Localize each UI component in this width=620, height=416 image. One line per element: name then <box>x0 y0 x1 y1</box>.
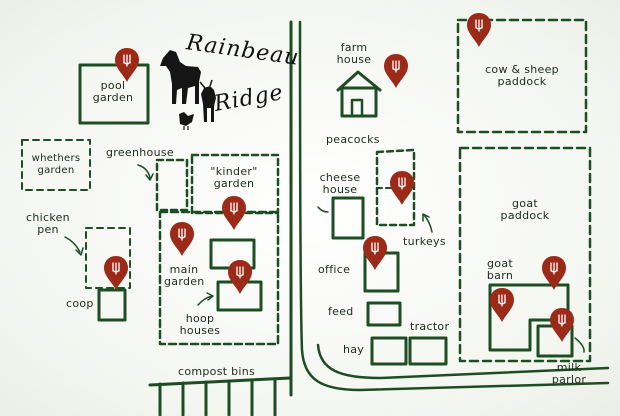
peacocks-label: peacocks <box>326 133 380 146</box>
greenhouse-area[interactable] <box>155 158 189 212</box>
hay-building[interactable] <box>370 336 408 366</box>
chicken-pen-arrow <box>64 236 81 253</box>
goat-paddock-area[interactable] <box>458 146 592 363</box>
greenhouse-label: greenhouse <box>106 146 174 159</box>
farmhouse-icon[interactable] <box>336 70 382 118</box>
map-pin-icon[interactable] <box>549 307 575 343</box>
farm-house-label: farm house <box>336 41 372 66</box>
map-pin-icon[interactable] <box>389 170 415 206</box>
cheese-house-arrow <box>317 206 329 213</box>
map-pin-icon[interactable] <box>489 287 515 323</box>
kinder-garden-label: "kinder" garden <box>210 165 258 190</box>
map-pin-icon[interactable] <box>114 47 140 83</box>
chicken-icon <box>179 112 194 130</box>
compost-bins[interactable] <box>148 376 292 416</box>
feed-building[interactable] <box>366 301 402 327</box>
milk-parlor-arrow <box>574 337 585 353</box>
map-pin-icon[interactable] <box>383 53 409 89</box>
logo-animals <box>160 50 216 130</box>
map-pin-icon[interactable] <box>362 235 388 271</box>
map-pin-icon[interactable] <box>227 259 253 295</box>
hay-label: hay <box>343 343 365 356</box>
coop-area[interactable] <box>97 288 127 322</box>
main-garden-area[interactable] <box>158 210 280 346</box>
goat-barn-label: goat barn <box>486 257 514 282</box>
map-pin-icon[interactable] <box>103 255 129 291</box>
whethers-garden-label: whethers garden <box>31 153 81 176</box>
greenhouse-arrow <box>137 164 151 179</box>
turkeys-label: turkeys <box>403 235 446 248</box>
goat-paddock-label: goat paddock <box>500 197 550 222</box>
chicken-pen-label: chicken pen <box>26 211 70 236</box>
chicken-pen-area[interactable] <box>85 227 131 289</box>
turkeys-arrow <box>423 214 433 233</box>
cheese-house-building[interactable] <box>331 196 365 240</box>
tractor-building[interactable] <box>408 336 448 366</box>
map-pin-icon[interactable] <box>221 195 247 231</box>
cow-sheep-paddock-area[interactable] <box>456 18 588 134</box>
map-pin-icon[interactable] <box>466 12 492 48</box>
lower-road <box>316 343 610 380</box>
peacocks-pen[interactable] <box>375 148 416 227</box>
compost-bins-label: compost bins <box>178 365 256 378</box>
office-label: office <box>318 263 351 276</box>
main-road-curve <box>298 20 610 392</box>
cow-sheep-paddock-label: cow & sheep paddock <box>485 63 559 88</box>
hoop-houses-arrow <box>197 295 213 306</box>
pool-garden-area[interactable] <box>78 63 150 125</box>
horse-icon <box>160 50 201 104</box>
main-garden-label: main garden <box>164 263 205 288</box>
feed-label: feed <box>328 305 354 318</box>
pool-garden-label: pool garden <box>92 79 134 104</box>
map-pin-icon[interactable] <box>169 221 195 257</box>
goat-icon <box>199 79 216 122</box>
milk-parlor-label: milk parlor <box>551 361 587 386</box>
cheese-house-label: cheese house <box>319 171 361 196</box>
goat-barn-building[interactable] <box>488 283 570 352</box>
coop-label: coop <box>66 297 94 310</box>
tractor-label: tractor <box>410 320 450 333</box>
whethers-garden-area[interactable] <box>21 139 91 191</box>
hoop-houses-label: hoop houses <box>179 312 221 337</box>
